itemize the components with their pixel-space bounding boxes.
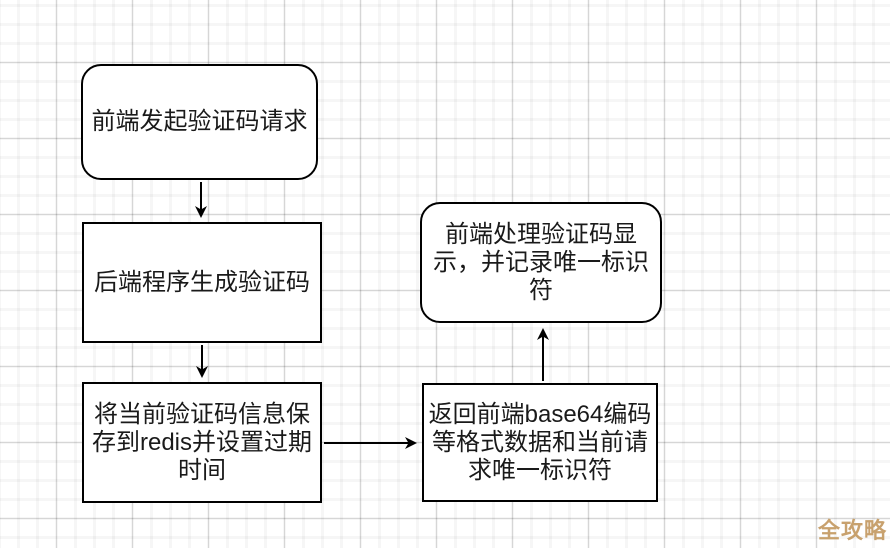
node-text-line: 求唯一标识符 xyxy=(468,456,612,484)
watermark-text: 全攻略 xyxy=(818,518,888,543)
node-text-line: 前端处理验证码显 xyxy=(445,220,637,248)
node-frontend-request: 前端发起验证码请求 xyxy=(81,64,318,180)
node-text-line: 等格式数据和当前请 xyxy=(432,428,648,456)
node-text-line: 时间 xyxy=(178,456,226,484)
node-save-redis: 将当前验证码信息保 存到redis并设置过期 时间 xyxy=(82,382,322,503)
node-text-line: 返回前端base64编码 xyxy=(428,400,652,428)
node-text-line: 前端发起验证码请求 xyxy=(91,108,308,135)
node-text-line: 将当前验证码信息保 xyxy=(94,400,310,428)
node-frontend-display: 前端处理验证码显 示，并记录唯一标识 符 xyxy=(420,202,662,323)
node-return-base64: 返回前端base64编码 等格式数据和当前请 求唯一标识符 xyxy=(422,383,658,502)
node-backend-generate: 后端程序生成验证码 xyxy=(82,222,322,343)
node-text-line: 符 xyxy=(529,276,553,304)
node-text-line: 示，并记录唯一标识 xyxy=(433,248,649,276)
node-text-line: 后端程序生成验证码 xyxy=(94,268,310,296)
node-text-line: 存到redis并设置过期 xyxy=(91,428,313,456)
